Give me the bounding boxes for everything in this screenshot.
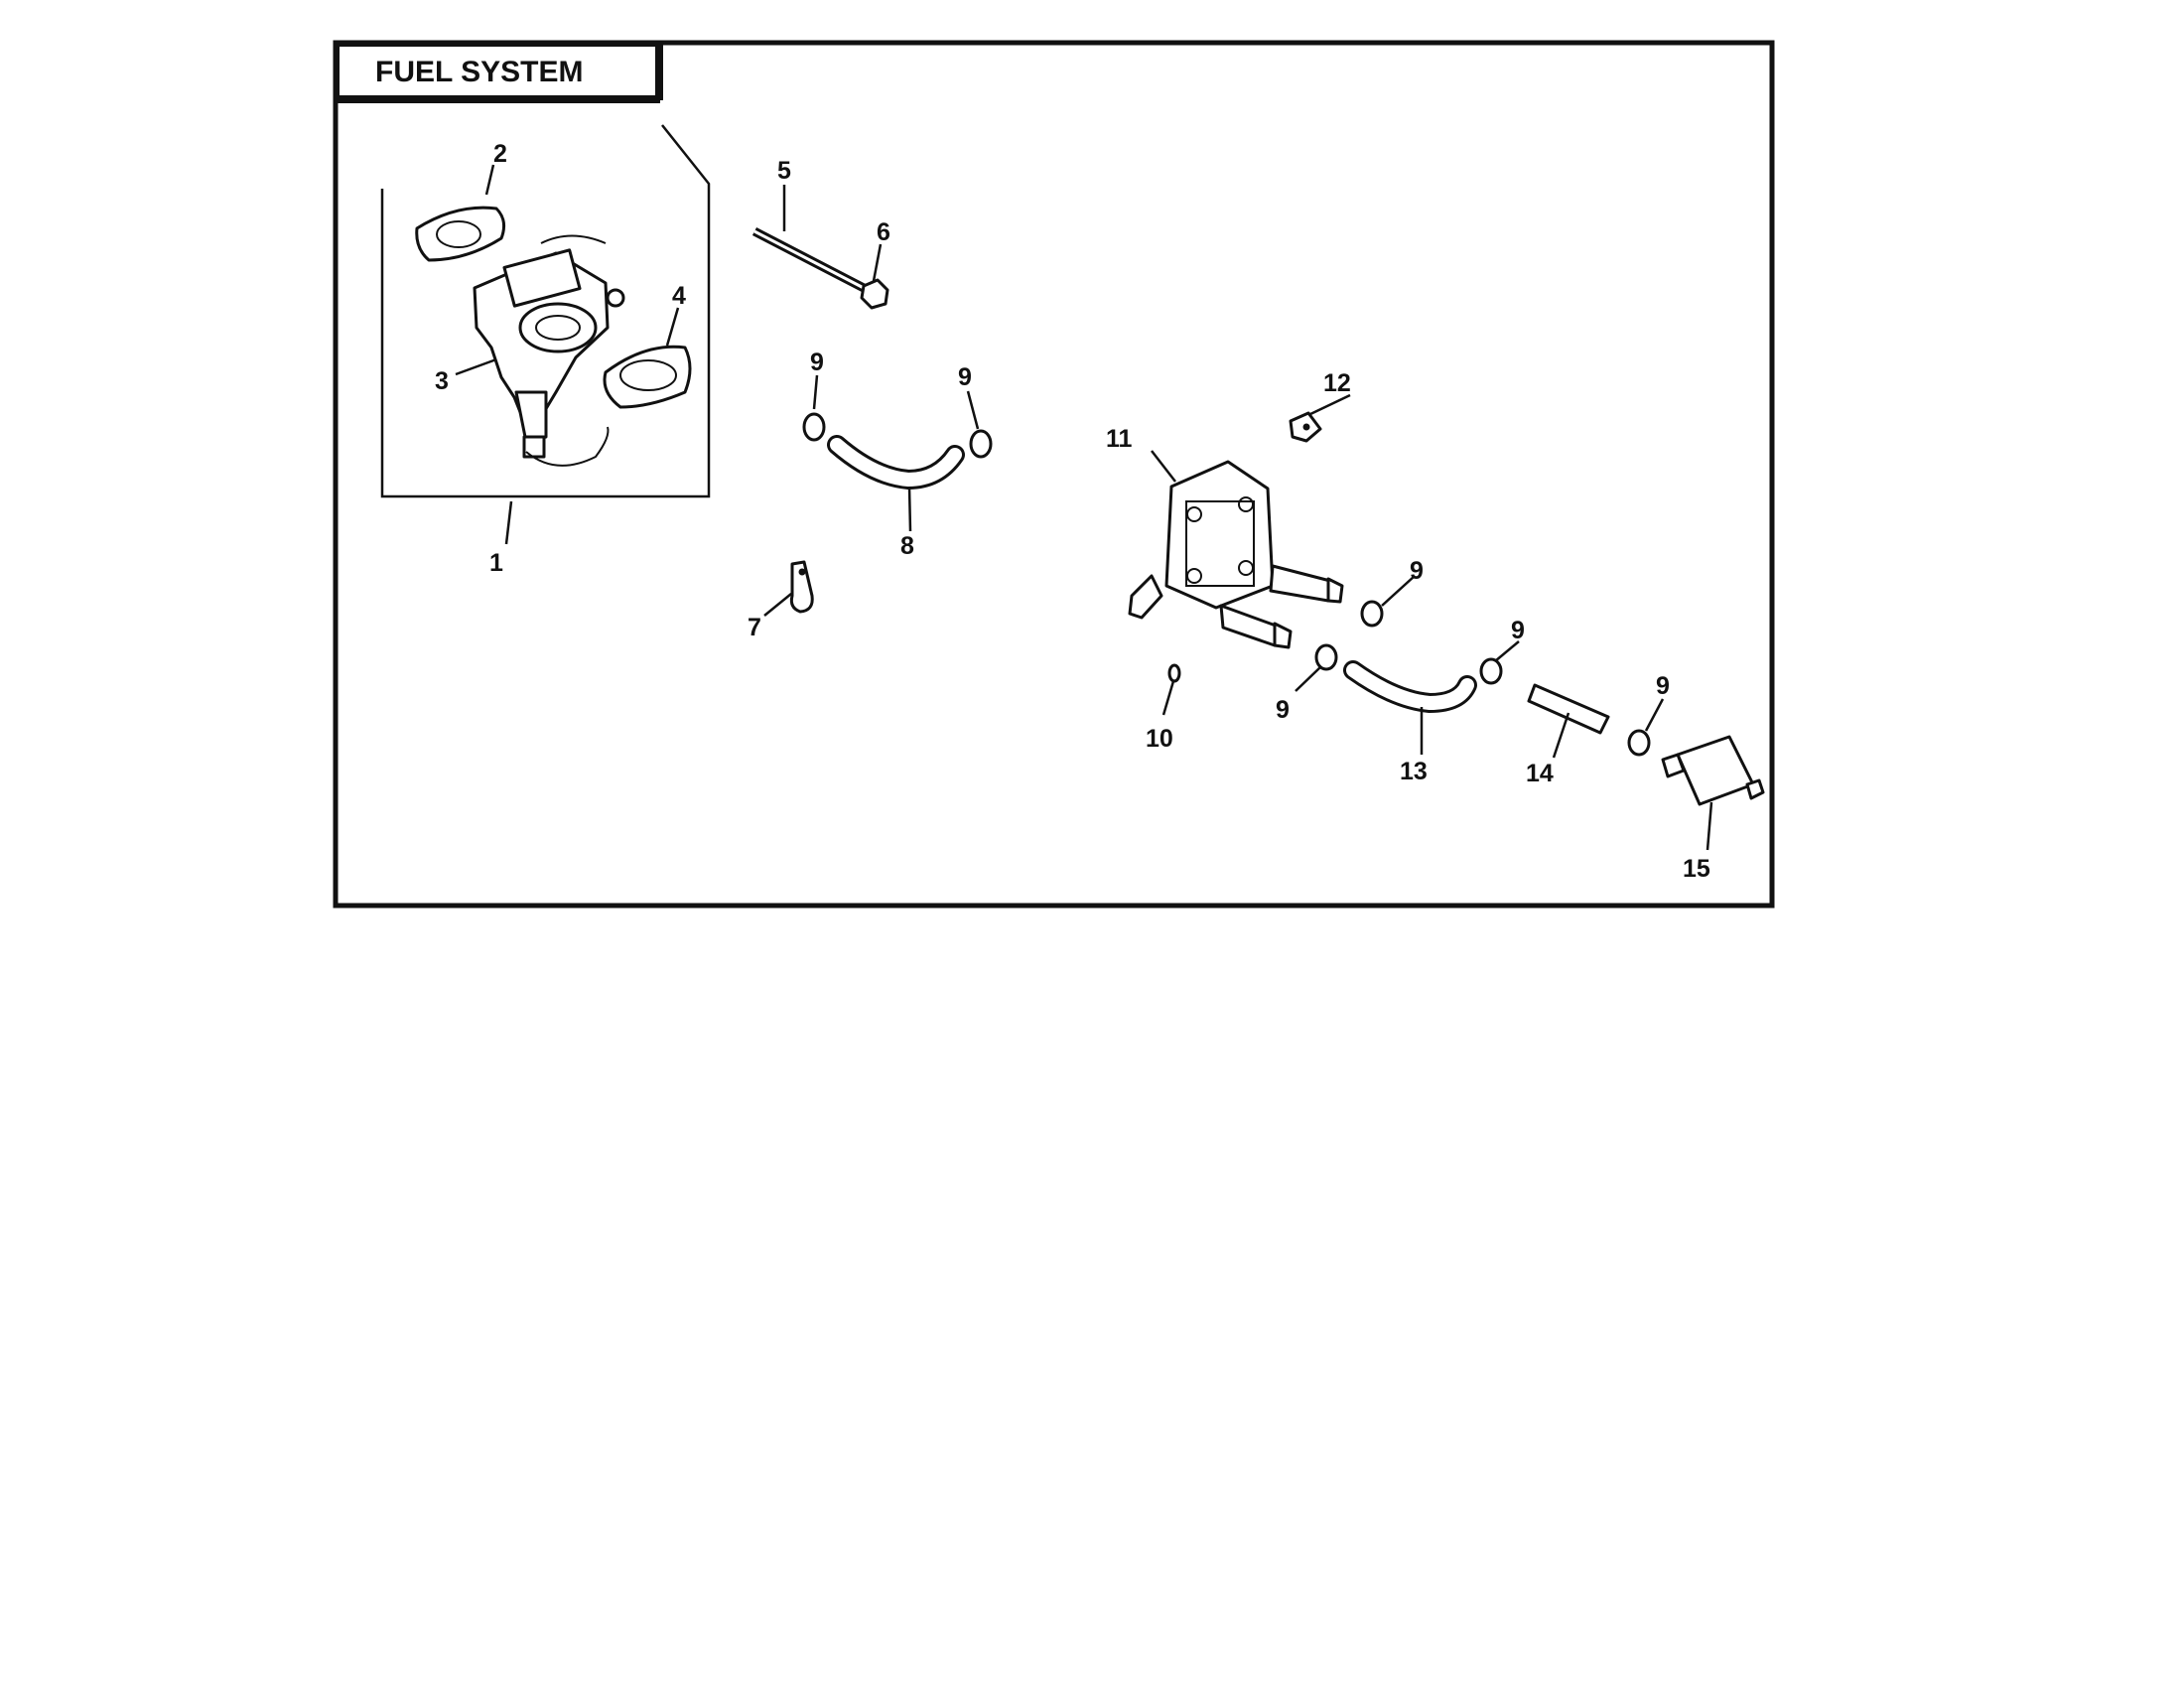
stud-part <box>751 227 867 292</box>
fuel-pump-part <box>1128 460 1344 649</box>
nut-part <box>860 278 889 310</box>
carburetor-part <box>473 234 625 467</box>
callout-1: 1 <box>489 549 503 577</box>
diagram-title: FUEL SYSTEM <box>375 56 583 88</box>
callout-9d: 9 <box>1276 696 1290 724</box>
fuel-filter-part <box>1661 735 1765 806</box>
callout-9e: 9 <box>1511 617 1525 644</box>
carburetor-gasket-part <box>415 206 506 262</box>
callout-14: 14 <box>1526 760 1554 787</box>
carburetor-assembly-bracket <box>380 124 711 498</box>
leader-lines <box>455 164 1713 851</box>
hose-section-part <box>1527 683 1610 735</box>
diagram-frame <box>333 40 1775 909</box>
callout-15: 15 <box>1683 855 1710 883</box>
callout-4: 4 <box>672 282 686 310</box>
callout-9f: 9 <box>1656 672 1670 700</box>
pump-nut-part <box>1289 411 1322 443</box>
hose-clamp-part <box>802 412 1651 757</box>
callout-5: 5 <box>777 157 791 185</box>
intake-gasket-part <box>603 345 692 409</box>
callout-9a: 9 <box>810 349 824 376</box>
callout-2: 2 <box>493 140 507 168</box>
callout-6: 6 <box>877 218 890 246</box>
callout-12: 12 <box>1323 369 1351 397</box>
callout-3: 3 <box>435 367 449 395</box>
callout-13: 13 <box>1400 758 1428 785</box>
fuel-hose-part <box>827 435 965 491</box>
callout-11: 11 <box>1106 425 1133 453</box>
pump-hose-part <box>1343 660 1477 714</box>
callout-10: 10 <box>1146 725 1173 753</box>
callout-9c: 9 <box>1410 557 1424 585</box>
fitting-part <box>1167 663 1181 683</box>
callout-7: 7 <box>748 614 761 641</box>
callout-9b: 9 <box>958 363 972 391</box>
callout-8: 8 <box>900 532 914 560</box>
clip-part <box>789 560 814 614</box>
